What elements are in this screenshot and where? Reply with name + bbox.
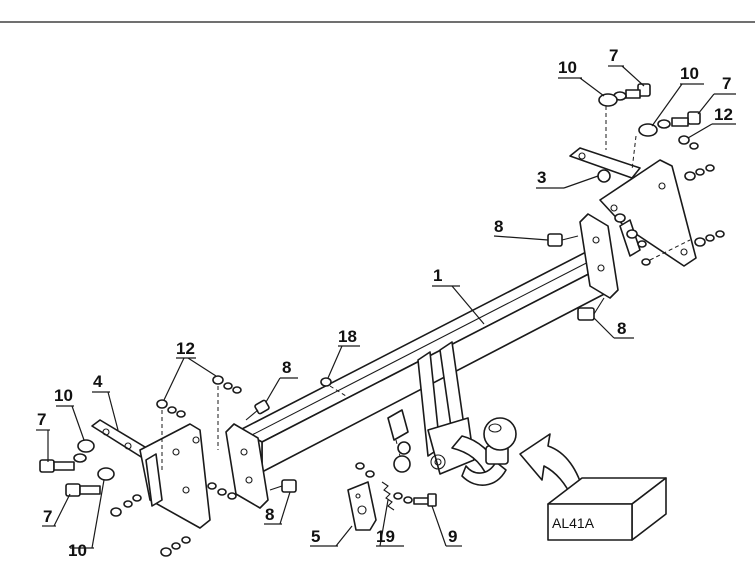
callout-1: 1 — [433, 266, 442, 285]
bolt-left-bottom — [65, 467, 115, 497]
callout-5: 5 — [311, 527, 320, 546]
callout-10-left-upper: 10 — [54, 386, 73, 405]
nut-18 — [320, 377, 347, 397]
bolt-right-top — [598, 83, 651, 150]
callout-3: 3 — [537, 168, 546, 187]
callout-12-left: 12 — [176, 339, 195, 358]
callout-8-left-upper: 8 — [282, 358, 291, 377]
callout-7-left-lower: 7 — [43, 507, 52, 526]
bolt-left-lower — [39, 439, 95, 473]
spring-part-19 — [381, 481, 403, 511]
bolt-8-right-lower — [577, 297, 605, 321]
callout-7-right-top: 7 — [609, 46, 618, 65]
callout-4: 4 — [93, 372, 103, 391]
bolt-8-left-lower — [269, 479, 297, 493]
callout-8-left-lower: 8 — [265, 505, 274, 524]
callout-7-left-upper: 7 — [37, 410, 46, 429]
nuts-left-lower — [110, 482, 237, 557]
callout-10-left-lower: 10 — [68, 541, 87, 560]
callout-7-right-second: 7 — [722, 74, 731, 93]
tow-ball-arm — [417, 341, 517, 486]
bolt-8-left-upper — [245, 399, 270, 421]
callout-8-right-lower: 8 — [617, 319, 626, 338]
bolt-right-second — [631, 111, 701, 171]
crossbar-right-plate — [579, 213, 619, 299]
callout-18: 18 — [338, 327, 357, 346]
callout-9: 9 — [448, 527, 457, 546]
instruction-arrow — [519, 433, 585, 499]
socket-bracket — [387, 409, 411, 473]
kit-box-label: AL41A — [552, 515, 595, 531]
callout-12-right: 12 — [714, 105, 733, 124]
electrical-kit-box: AL41A — [547, 477, 667, 541]
leader-lines — [36, 65, 736, 549]
bolt-8-right-upper — [547, 233, 579, 247]
callout-8-right-upper: 8 — [494, 217, 503, 236]
bolt-part-9 — [403, 493, 437, 507]
right-side-bracket-part-3 — [569, 147, 697, 267]
callout-19: 19 — [376, 527, 395, 546]
socket-plate-part-5 — [347, 462, 377, 531]
left-side-bracket-part-4 — [91, 419, 211, 529]
nuts-right — [614, 135, 725, 266]
callout-10-right-top: 10 — [558, 58, 577, 77]
callout-numbers: 1 3 4 5 7 7 7 7 8 8 8 8 9 10 10 10 10 12… — [37, 46, 733, 560]
callout-10-right-second: 10 — [680, 64, 699, 83]
nuts-left-upper — [156, 375, 242, 470]
